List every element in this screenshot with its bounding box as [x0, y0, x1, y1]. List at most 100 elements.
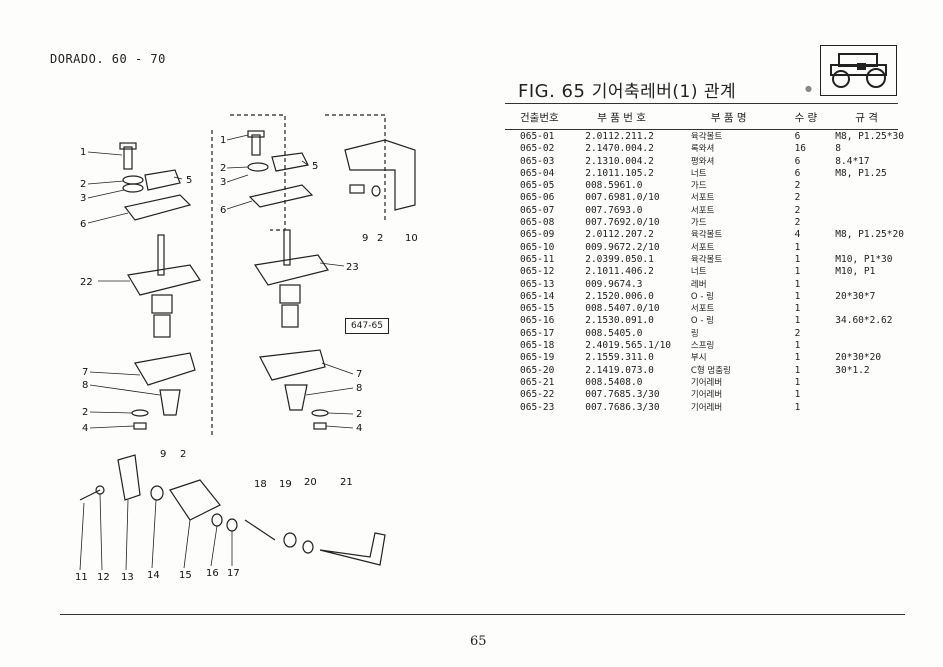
callout-14: 14 — [147, 570, 160, 581]
nut-mid-lower — [313, 422, 327, 430]
cell-spec: M10, P1*30 — [835, 253, 893, 265]
cell-part-no: 2.1310.004.2 — [585, 155, 654, 167]
callout-17: 17 — [227, 568, 240, 579]
bolt-11-shape — [79, 489, 101, 501]
lever-end-shape — [153, 314, 171, 338]
callout-10: 10 — [405, 233, 418, 244]
cell-name: 기어레버 — [690, 377, 723, 388]
cell-qty: 1 — [794, 340, 801, 352]
tractor-icon — [830, 53, 887, 88]
cell-name: 너트 — [690, 267, 707, 278]
cell-spec: 30*1.2 — [835, 364, 870, 376]
support-plate-mid — [248, 184, 314, 208]
left-upper-group — [119, 142, 201, 338]
bracket-shape — [344, 139, 416, 211]
cell-part-no: 2.1011.105.2 — [585, 167, 654, 179]
cell-part-no: 007.7693.0 — [585, 204, 643, 216]
cell-name: 육각볼트 — [690, 254, 723, 265]
figure-ref-code: 647-65 — [345, 318, 389, 334]
callout-16: 16 — [206, 568, 219, 579]
model-header: DORADO. 60 - 70 — [50, 52, 166, 66]
cell-spec: M8, P1.25*20 — [835, 229, 904, 241]
cell-ref: 065-07 — [520, 204, 555, 216]
boss-shape — [151, 294, 173, 314]
cell-ref: 065-18 — [520, 340, 555, 352]
cell-part-no: 008.5407.0/10 — [585, 303, 660, 315]
cell-part-no: 2.1470.004.2 — [585, 143, 654, 155]
cell-ref: 065-21 — [520, 376, 555, 388]
figure-caption: 기어축레버(1) 관계 — [591, 82, 737, 102]
cell-part-no: 2.1419.073.0 — [585, 364, 654, 376]
cell-name: 가드 — [690, 181, 707, 192]
callout-2-lower: 2 — [82, 407, 88, 418]
callout-5: 5 — [186, 175, 192, 186]
nut-lower — [133, 422, 147, 430]
cell-spec: 20*30*20 — [835, 352, 882, 364]
cell-ref: 065-05 — [520, 180, 555, 192]
col-header-qty: 수 량 — [794, 112, 818, 124]
flange-shape — [127, 264, 201, 296]
cell-name: 가드 — [690, 218, 707, 229]
callout-1-mid: 1 — [220, 135, 226, 146]
title-rule — [505, 103, 898, 104]
cell-spec — [835, 328, 943, 340]
washer-shape-2 — [122, 183, 144, 193]
tractor-logo — [820, 45, 897, 96]
cell-spec — [835, 192, 943, 204]
cell-spec: M10, P1 — [835, 266, 876, 278]
mid-upper-group — [247, 130, 329, 328]
cell-qty: 1 — [794, 290, 801, 302]
small-mark: ● — [805, 84, 812, 93]
washer-lower — [131, 409, 149, 417]
callout-2-mid: 2 — [220, 163, 226, 174]
cell-ref: 065-22 — [520, 389, 555, 401]
page-number: 65 — [470, 634, 487, 649]
cell-part-no: 2.1559.311.0 — [585, 352, 654, 364]
callout-8: 8 — [82, 380, 88, 391]
washer-mid — [247, 162, 269, 172]
cell-part-no: 009.9672.2/10 — [585, 241, 660, 253]
cell-name: 육각볼트 — [690, 230, 723, 241]
callout-13: 13 — [121, 572, 134, 583]
cell-name: O - 링 — [690, 316, 714, 327]
cell-qty: 2 — [794, 217, 801, 229]
callout-2-bottom: 2 — [180, 449, 186, 460]
mid-lower-group — [259, 349, 329, 430]
cell-ref: 065-10 — [520, 241, 555, 253]
cell-ref: 065-12 — [520, 266, 555, 278]
support-plate-shape — [123, 194, 192, 221]
callout-22: 22 — [80, 277, 93, 288]
cell-name: 록와셔 — [690, 144, 715, 155]
cell-part-no: 007.6981.0/10 — [585, 192, 660, 204]
cell-spec — [835, 303, 943, 315]
cell-qty: 2 — [794, 192, 801, 204]
cell-part-no: 2.0112.207.2 — [585, 229, 654, 241]
bolt-shape — [123, 146, 133, 170]
cell-qty: 6 — [794, 167, 801, 179]
cell-qty: 1 — [794, 253, 801, 265]
figure-title: FIG. 65 기어축레버(1) 관계 — [518, 77, 736, 102]
nut-plate-mid — [271, 152, 309, 172]
lever-end-mid — [281, 304, 299, 328]
cell-ref: 065-08 — [520, 217, 555, 229]
oring-14-shape — [150, 485, 164, 501]
callout-21: 21 — [340, 477, 353, 488]
cell-qty: 4 — [794, 229, 801, 241]
cell-part-no: 008.5961.0 — [585, 180, 643, 192]
cell-qty: 6 — [794, 131, 801, 142]
cell-qty: 2 — [794, 180, 801, 192]
cell-spec — [835, 340, 943, 352]
cell-name: 평와셔 — [690, 156, 715, 167]
cell-ref: 065-06 — [520, 192, 555, 204]
cell-qty: 1 — [794, 278, 801, 290]
shaft-mid — [283, 229, 291, 266]
boss-mid — [279, 284, 301, 304]
callout-23: 23 — [346, 262, 359, 273]
